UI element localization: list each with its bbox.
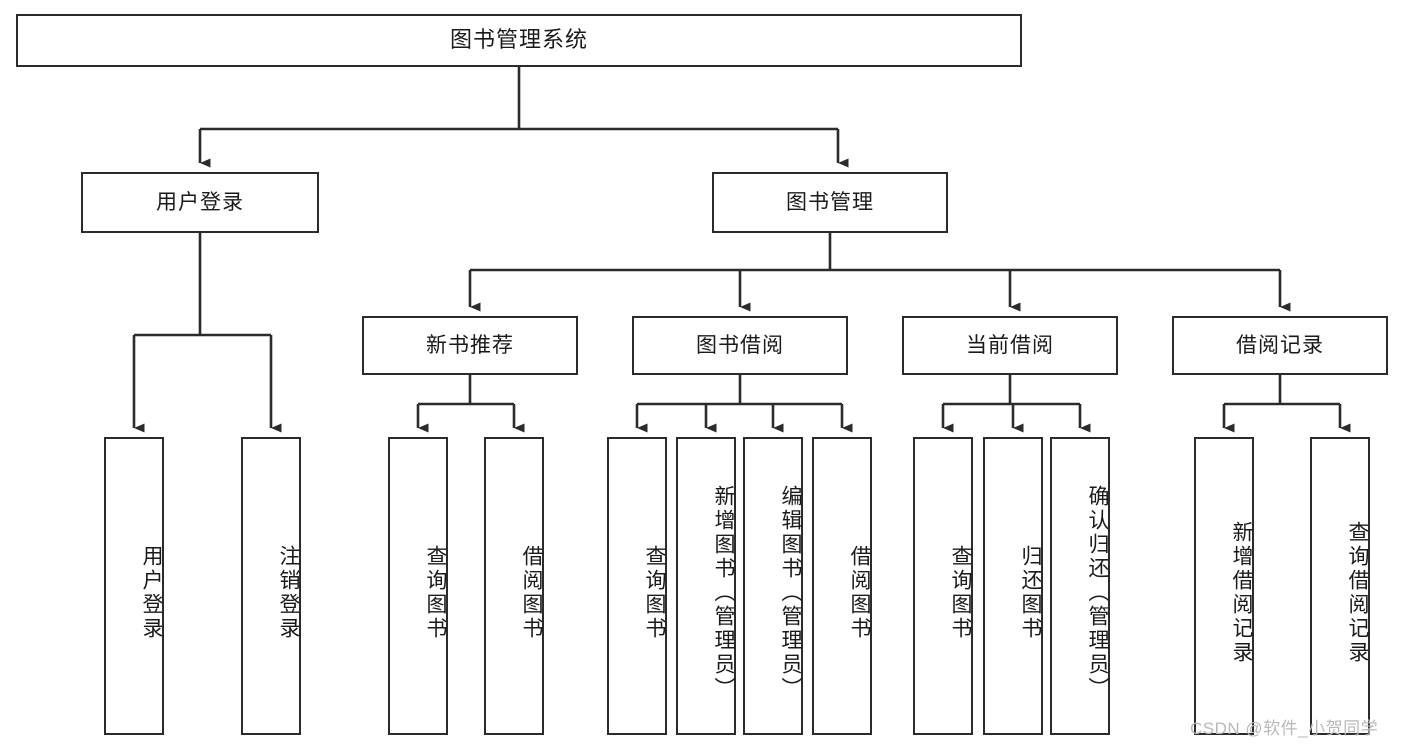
node-root-system[interactable]: 图书管理系统 (16, 14, 1022, 67)
node-label: 归还图书 (1019, 545, 1042, 641)
node-label: 查询图书 (643, 545, 666, 641)
node-label: 图书管理 (786, 190, 874, 214)
csdn-watermark: CSDN @软件_小贺同学 (1190, 719, 1379, 738)
node-borrow-record[interactable]: 借阅记录 (1172, 316, 1388, 375)
node-label: 借阅记录 (1236, 333, 1324, 357)
node-label: 确认归还（管理员） (1086, 485, 1109, 701)
node-label: 编辑图书（管理员） (779, 485, 802, 701)
node-label: 图书管理系统 (449, 27, 588, 53)
node-user-login[interactable]: 用户登录 (81, 172, 319, 233)
node-label: 新增图书（管理员） (712, 485, 735, 701)
leaf-user-login-login[interactable]: 用户登录 (104, 437, 164, 735)
leaf-book-borrow-add[interactable]: 新增图书（管理员） (676, 437, 736, 735)
leaf-new-book-query[interactable]: 查询图书 (388, 437, 448, 735)
node-label: 借阅图书 (520, 545, 543, 641)
node-label: 用户登录 (140, 545, 163, 641)
leaf-user-login-logout[interactable]: 注销登录 (241, 437, 301, 735)
node-label: 新书推荐 (426, 333, 514, 357)
leaf-current-borrow-return[interactable]: 归还图书 (983, 437, 1043, 735)
leaf-borrow-record-query[interactable]: 查询借阅记录 (1310, 437, 1370, 735)
leaf-new-book-borrow[interactable]: 借阅图书 (484, 437, 544, 735)
leaf-book-borrow-borrow[interactable]: 借阅图书 (812, 437, 872, 735)
node-current-borrow[interactable]: 当前借阅 (902, 316, 1118, 375)
node-label: 图书借阅 (696, 333, 784, 357)
node-label: 查询图书 (424, 545, 447, 641)
leaf-book-borrow-edit[interactable]: 编辑图书（管理员） (743, 437, 803, 735)
node-label: 当前借阅 (966, 333, 1054, 357)
node-label: 借阅图书 (848, 545, 871, 641)
leaf-book-borrow-query[interactable]: 查询图书 (607, 437, 667, 735)
leaf-borrow-record-add[interactable]: 新增借阅记录 (1194, 437, 1254, 735)
node-label: 新增借阅记录 (1230, 521, 1253, 665)
node-label: 注销登录 (277, 545, 300, 641)
leaf-current-borrow-confirm-return[interactable]: 确认归还（管理员） (1050, 437, 1110, 735)
node-new-book-recommend[interactable]: 新书推荐 (362, 316, 578, 375)
node-book-borrow[interactable]: 图书借阅 (632, 316, 848, 375)
node-label: 查询图书 (949, 545, 972, 641)
node-label: 查询借阅记录 (1346, 521, 1369, 665)
node-book-management[interactable]: 图书管理 (712, 172, 948, 233)
node-label: 用户登录 (156, 190, 244, 214)
leaf-current-borrow-query[interactable]: 查询图书 (913, 437, 973, 735)
